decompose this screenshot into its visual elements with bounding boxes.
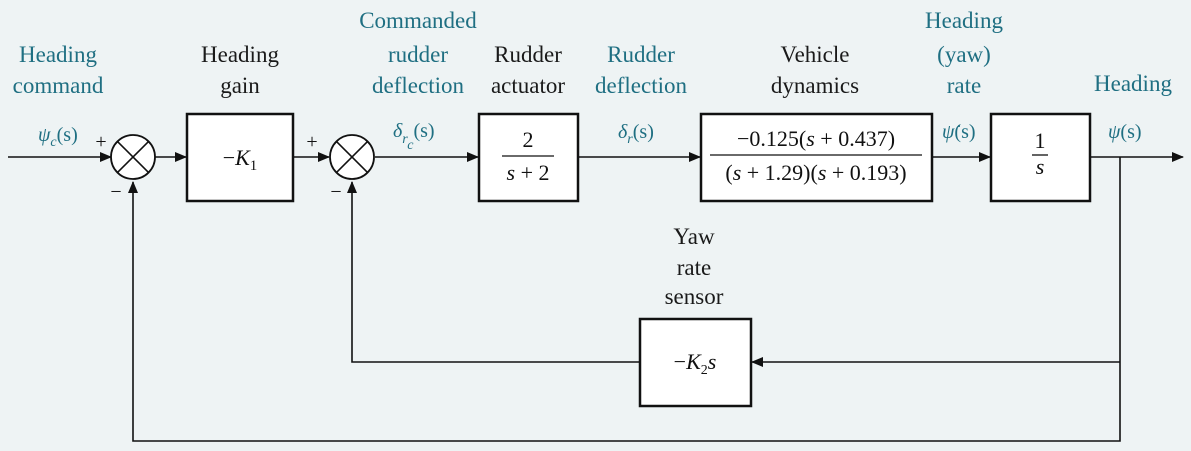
wire-heading-feedback xyxy=(128,157,1121,442)
label-commanded-rudder-deflection: Commanded rudder deflection xyxy=(359,8,477,98)
svg-text:command: command xyxy=(13,73,104,98)
svg-text:dynamics: dynamics xyxy=(771,73,859,98)
dynamics-denominator: (s + 1.29)(s + 0.193) xyxy=(725,160,906,185)
label-heading-output: Heading xyxy=(1094,71,1172,96)
svg-text:Commanded: Commanded xyxy=(359,8,477,33)
signal-psi: ψ(s) xyxy=(1108,121,1142,143)
block-vehicle-dynamics: −0.125(s + 0.437) (s + 1.29)(s + 0.193) xyxy=(699,112,934,203)
svg-text:−K2s: −K2s xyxy=(674,349,717,378)
signal-psi-dot: ψ̇(s) xyxy=(942,121,976,143)
integrator-numerator: 1 xyxy=(1035,128,1046,153)
svg-text:rate: rate xyxy=(947,73,981,98)
label-rudder-actuator: Rudder actuator xyxy=(491,42,565,98)
wire-yaw-rate-feedback xyxy=(347,181,639,363)
sum2-minus-sign: − xyxy=(330,181,341,203)
svg-text:Heading: Heading xyxy=(19,42,97,67)
svg-text:deflection: deflection xyxy=(372,73,464,98)
dynamics-numerator: −0.125(s + 0.437) xyxy=(737,126,895,151)
sum2-plus-sign: + xyxy=(306,131,317,153)
block-rudder-actuator: 2 s + 2 xyxy=(477,112,580,203)
svg-text:Rudder: Rudder xyxy=(494,42,562,67)
signal-delta-rc: δrc(s) xyxy=(393,120,435,153)
label-heading-command: Heading command xyxy=(13,42,104,98)
block-yaw-rate-sensor: Yaw rate sensor −K2s xyxy=(638,224,753,408)
label-yaw-rate-sensor-line1: Yaw xyxy=(673,224,715,249)
label-vehicle-dynamics: Vehicle dynamics xyxy=(771,42,859,98)
actuator-denominator: s + 2 xyxy=(507,160,550,185)
svg-text:deflection: deflection xyxy=(595,73,687,98)
summing-junction-2: + − xyxy=(306,131,375,203)
svg-text:−K1: −K1 xyxy=(223,145,258,174)
label-heading-yaw-rate: Heading (yaw) rate xyxy=(925,8,1003,98)
svg-text:actuator: actuator xyxy=(491,73,565,98)
summing-junction-1: + − xyxy=(95,131,156,203)
integrator-denominator: s xyxy=(1036,154,1045,179)
svg-text:Heading: Heading xyxy=(925,8,1003,33)
block-integrator: 1 s xyxy=(989,112,1092,203)
svg-text:Rudder: Rudder xyxy=(607,42,675,67)
actuator-numerator: 2 xyxy=(523,127,534,152)
sum1-minus-sign: − xyxy=(110,181,121,203)
svg-text:Vehicle: Vehicle xyxy=(781,42,850,67)
label-yaw-rate-sensor-line2: rate xyxy=(677,255,711,280)
label-yaw-rate-sensor-line3: sensor xyxy=(665,284,724,309)
block-heading-gain: −K1 xyxy=(185,112,295,203)
svg-text:rudder: rudder xyxy=(388,42,448,67)
label-rudder-deflection: Rudder deflection xyxy=(595,42,687,98)
svg-text:(yaw): (yaw) xyxy=(937,42,991,67)
svg-text:Heading: Heading xyxy=(201,42,279,67)
label-heading-gain: Heading gain xyxy=(201,42,279,98)
sum1-plus-sign: + xyxy=(95,131,106,153)
svg-text:gain: gain xyxy=(220,73,260,98)
signal-delta-r: δr(s) xyxy=(618,121,654,147)
signal-psi-c: ψc(s) xyxy=(38,124,78,150)
